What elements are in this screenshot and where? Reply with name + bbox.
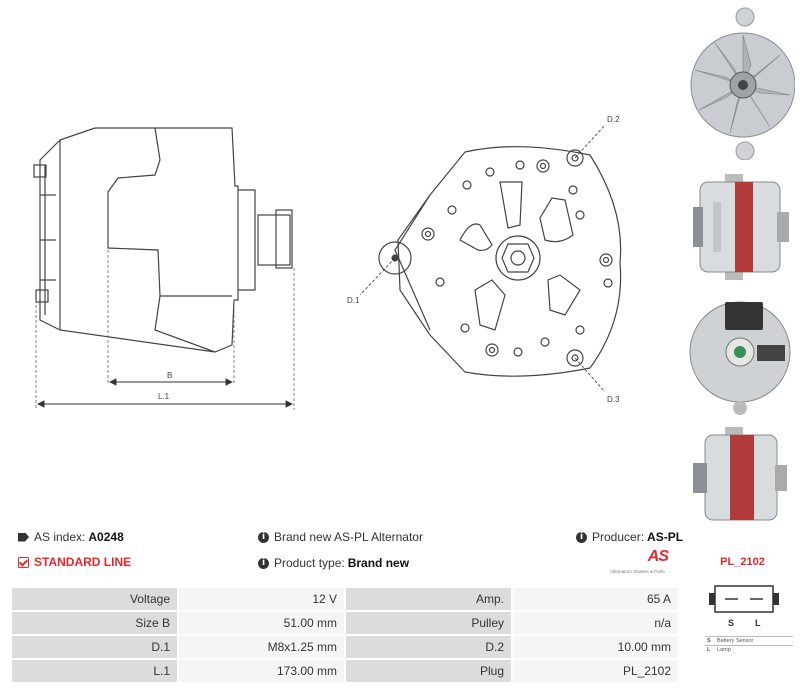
- description-row: i Brand new AS-PL Alternator: [258, 530, 423, 544]
- spec-key: D.2: [346, 636, 511, 658]
- spec-value: n/a: [513, 612, 678, 634]
- product-photo-strip: [685, 0, 800, 530]
- dimension-lines: [36, 378, 294, 408]
- info-icon: i: [258, 531, 269, 543]
- as-index-label: AS index:: [34, 530, 86, 544]
- legend-row: S Battery Sensor: [705, 636, 793, 645]
- as-index-value: A0248: [88, 530, 124, 544]
- legend-text: Battery Sensor: [717, 638, 754, 644]
- spec-value: PL_2102: [513, 660, 678, 682]
- leader-lines: [359, 124, 606, 393]
- producer-value: AS-PL: [647, 530, 684, 544]
- alternator-drawings: B L.1: [33, 115, 622, 410]
- description-text: Brand new AS-PL Alternator: [274, 530, 423, 544]
- bolt-holes: [421, 149, 613, 367]
- tag-icon: [18, 532, 29, 542]
- info-icon: i: [576, 531, 587, 543]
- spec-key: Plug: [346, 660, 511, 682]
- spec-value: 12 V: [179, 588, 344, 610]
- spec-value: M8x1.25 mm: [179, 636, 344, 658]
- info-icon: i: [258, 557, 269, 569]
- label-d1: D.1: [347, 296, 360, 305]
- producer-label: Producer:: [592, 530, 645, 544]
- spec-value: 65 A: [513, 588, 678, 610]
- checkbox-icon: [18, 556, 29, 568]
- spec-table: Voltage 12 V Amp. 65 A Size B 51.00 mm P…: [10, 586, 680, 684]
- producer-row: i Producer: AS-PL: [576, 530, 683, 544]
- spec-value: 51.00 mm: [179, 612, 344, 634]
- spec-key: Pulley: [346, 612, 511, 634]
- legend-text: Lamp: [717, 647, 731, 653]
- spec-key: Voltage: [12, 588, 177, 610]
- product-type-value: Brand new: [347, 556, 410, 570]
- legend-code: L: [707, 647, 711, 653]
- plug-legend: S Battery Sensor L Lamp: [705, 636, 793, 654]
- photo-front-view[interactable]: [685, 5, 795, 160]
- side-view-drawing: [33, 127, 293, 353]
- photo-top-view[interactable]: [685, 425, 795, 530]
- as-pl-logo: AS Alternators Starters & Parts: [610, 548, 680, 578]
- legend-code: S: [707, 638, 711, 644]
- table-row: D.1 M8x1.25 mm D.2 10.00 mm: [12, 636, 678, 658]
- technical-drawing: B L.1: [33, 115, 622, 410]
- table-row: Voltage 12 V Amp. 65 A: [12, 588, 678, 610]
- logo-subtitle: Alternators Starters & Parts: [610, 569, 665, 574]
- product-type-row: i Product type: Brand new: [258, 556, 409, 570]
- dimension-label-b: B: [167, 371, 172, 380]
- spec-key: Amp.: [346, 588, 511, 610]
- dimension-label-l1: L.1: [158, 392, 170, 401]
- standard-line: STANDARD LINE: [18, 555, 131, 569]
- product-type-label: Product type:: [274, 556, 345, 570]
- label-d2: D.2: [607, 115, 620, 124]
- spec-key: D.1: [12, 636, 177, 658]
- plug-diagram: S L: [709, 585, 779, 628]
- label-d3: D.3: [607, 395, 620, 404]
- photo-rear-view[interactable]: [685, 290, 795, 415]
- spec-value: 173.00 mm: [179, 660, 344, 682]
- legend-row: L Lamp: [705, 645, 793, 654]
- dimension-guides: [35, 250, 295, 410]
- as-index: AS index: A0248: [18, 530, 124, 544]
- logo-mark: AS: [647, 548, 669, 565]
- spec-key: L.1: [12, 660, 177, 682]
- photo-side-view[interactable]: [685, 172, 795, 282]
- pin-l-label: L: [755, 618, 761, 628]
- front-view-drawing: [378, 146, 622, 377]
- pin-s-label: S: [728, 618, 734, 628]
- table-row: L.1 173.00 mm Plug PL_2102: [12, 660, 678, 682]
- spec-key: Size B: [12, 612, 177, 634]
- table-row: Size B 51.00 mm Pulley n/a: [12, 612, 678, 634]
- plug-title[interactable]: PL_2102: [720, 556, 765, 568]
- standard-line-label: STANDARD LINE: [34, 555, 132, 569]
- spec-value: 10.00 mm: [513, 636, 678, 658]
